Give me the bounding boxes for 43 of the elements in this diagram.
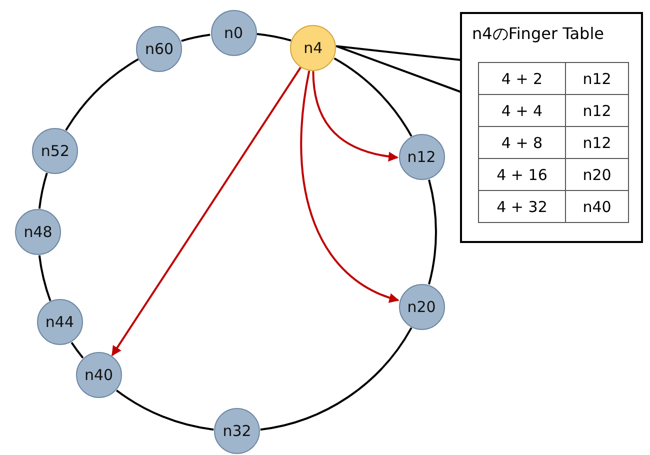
ring-node xyxy=(15,209,61,255)
ring-arc xyxy=(428,179,437,285)
ring-node xyxy=(290,25,336,72)
node-label: n4 xyxy=(304,39,323,58)
table-title: n4のFinger Table xyxy=(472,24,604,45)
table-cell: 4 + 16 xyxy=(478,158,566,190)
arrow xyxy=(312,71,398,162)
node-label: n52 xyxy=(40,142,70,160)
ring-arc xyxy=(38,172,48,209)
ring-node xyxy=(398,284,444,330)
callout-box xyxy=(460,12,643,243)
ring-arc xyxy=(116,390,214,431)
table-cell: n12 xyxy=(566,94,628,126)
node-label: n0 xyxy=(224,24,244,42)
ring-arc xyxy=(260,327,412,431)
ring-node xyxy=(76,352,122,398)
ring-node xyxy=(36,299,83,346)
ring-arc xyxy=(334,58,412,137)
node-label: n32 xyxy=(222,422,252,440)
arrow xyxy=(300,70,400,302)
node-label: n40 xyxy=(84,366,114,384)
ring-arc xyxy=(70,342,84,359)
arrow xyxy=(111,66,302,356)
table-cell: 4 + 32 xyxy=(478,190,566,222)
node-label: n12 xyxy=(407,148,436,166)
callout-pointer xyxy=(335,45,462,93)
table-cell: 4 + 2 xyxy=(478,62,566,94)
ring-node xyxy=(398,134,444,180)
node-label: n20 xyxy=(407,298,436,316)
table-cell: n40 xyxy=(566,190,628,222)
ring-arc xyxy=(181,34,210,42)
table-cell: 4 + 4 xyxy=(478,94,566,126)
table-cell: n20 xyxy=(566,158,628,190)
table-cell: 4 + 8 xyxy=(478,126,566,158)
table-cell: n12 xyxy=(566,62,628,94)
ring-arc xyxy=(256,33,292,42)
node-label: n60 xyxy=(144,40,174,58)
table-cell: n12 xyxy=(566,126,628,158)
ring-arc xyxy=(38,255,52,302)
node-label: n48 xyxy=(24,223,52,241)
ring-node xyxy=(214,408,260,454)
node-label: n44 xyxy=(45,313,74,332)
ring-arc xyxy=(65,58,139,131)
